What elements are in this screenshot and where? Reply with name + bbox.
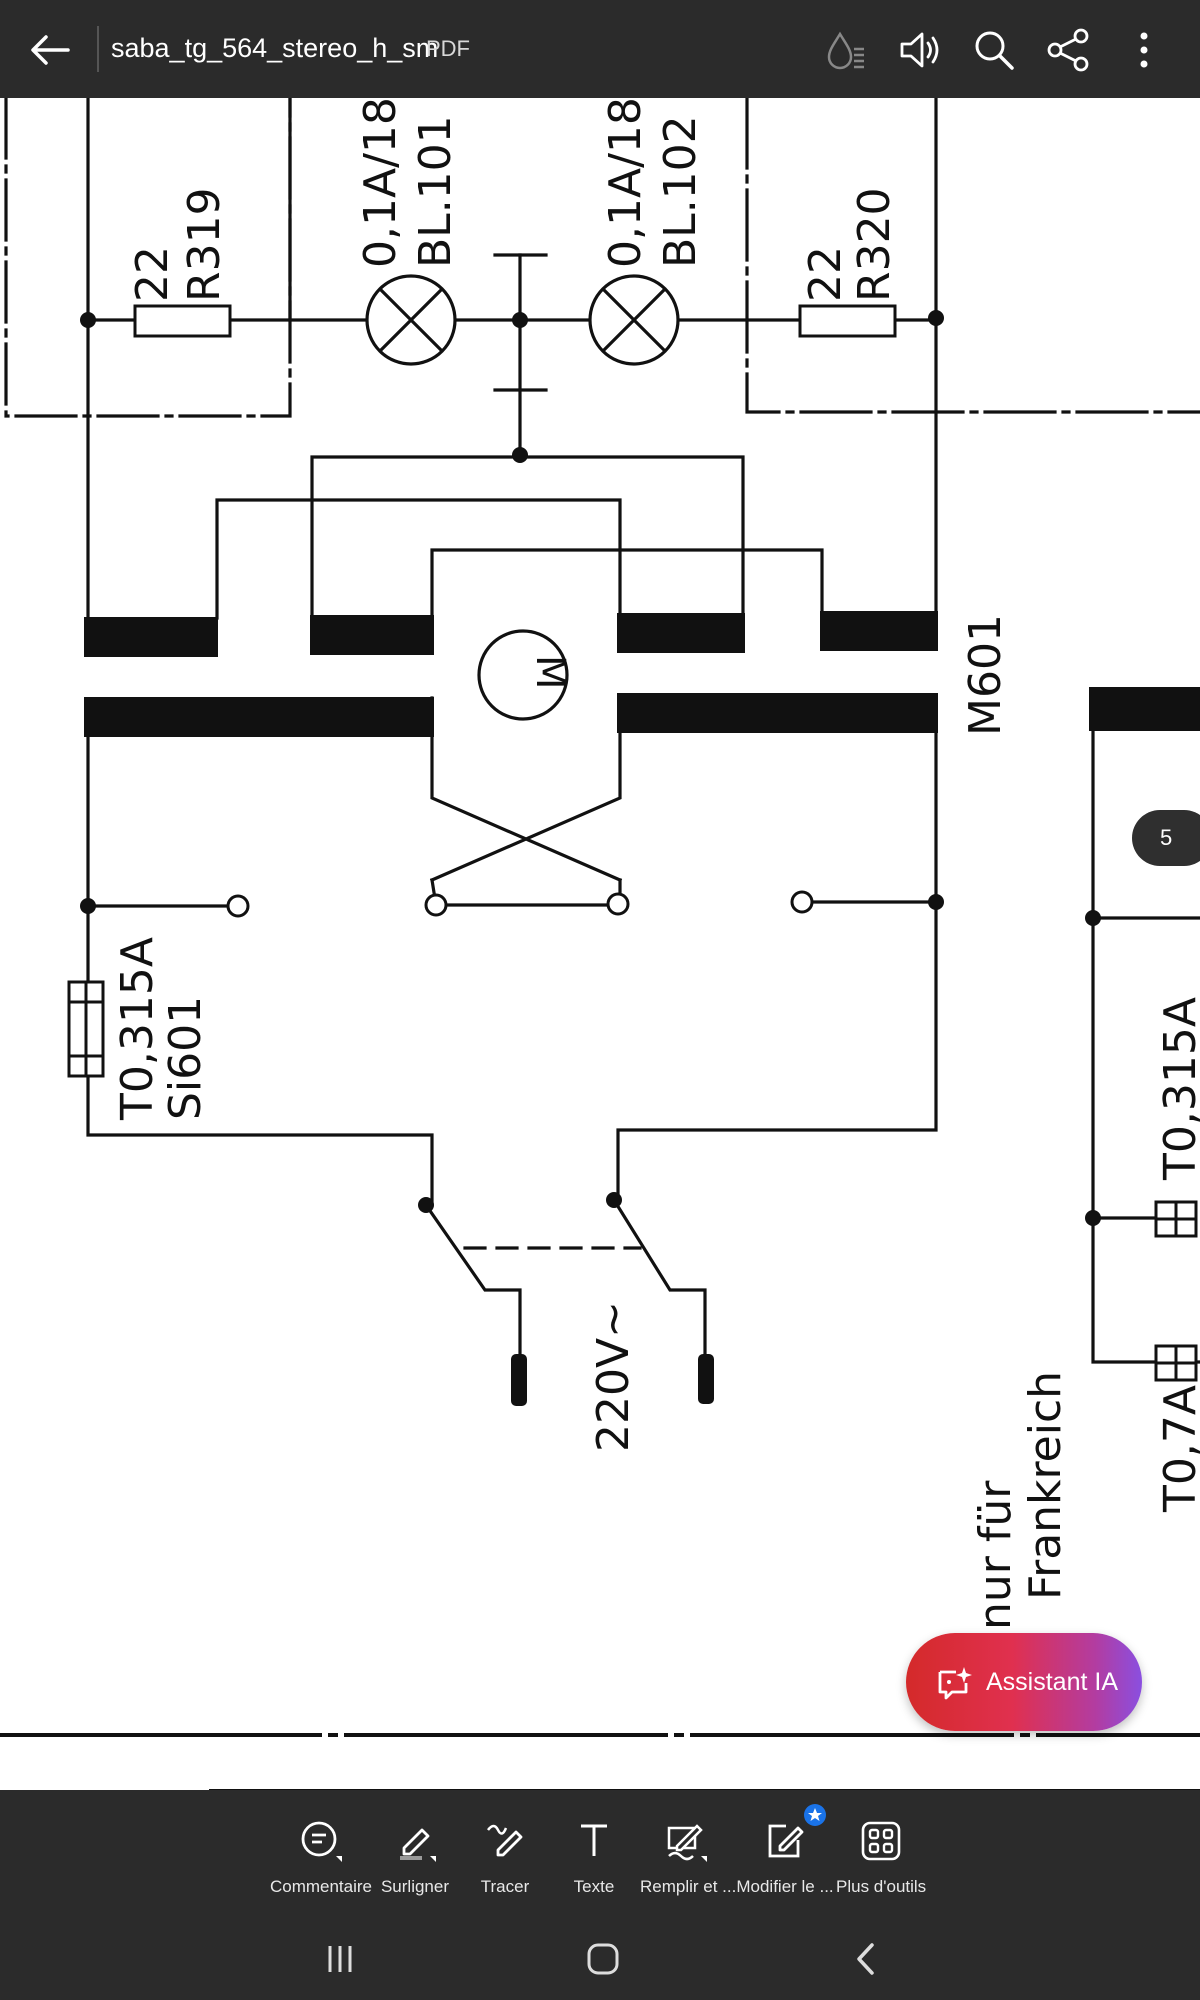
edit-pdf-icon <box>768 1824 804 1858</box>
tool-label-texte: Texte <box>573 1877 615 1896</box>
tool-label-remplir-signer: Remplir et ... <box>640 1877 737 1896</box>
tool-label-commentaire: Commentaire <box>269 1877 373 1896</box>
r320-name: R320 <box>849 187 900 302</box>
read-aloud-icon[interactable] <box>892 22 948 78</box>
system-navigation-bar <box>0 1916 1200 2000</box>
right-fuse-rating: T0,315A <box>1155 997 1200 1181</box>
tool-modifier-pdf[interactable]: Modifier le ... <box>736 1790 834 1916</box>
ai-assistant-button[interactable]: Assistant IA <box>906 1633 1142 1731</box>
right-fuse2-rating: T0,7A <box>1155 1385 1200 1513</box>
back-nav-icon[interactable] <box>842 1934 892 1984</box>
bl101-name: BL.101 <box>410 115 461 268</box>
document-title[interactable]: saba_tg_564_stereo_h_sm <box>111 33 439 63</box>
back-arrow-icon[interactable] <box>22 22 78 78</box>
fuse-rating: T0,315A <box>112 937 163 1121</box>
tool-plus-outils[interactable]: Plus d'outils <box>836 1790 926 1916</box>
pdf-page-canvas[interactable]: 22 R319 0,1A/18V BL.101 0,1A/18V BL.102 … <box>0 98 1200 1790</box>
motor-symbol: M <box>527 655 573 690</box>
liquid-mode-icon[interactable] <box>818 22 874 78</box>
tool-label-surligner: Surligner <box>380 1877 450 1896</box>
more-vertical-icon[interactable] <box>1116 22 1172 78</box>
tool-commentaire[interactable]: Commentaire <box>268 1790 374 1916</box>
new-feature-star-icon <box>804 1804 826 1826</box>
r319-value: 22 <box>127 246 178 302</box>
bl101-rating: 0,1A/18V <box>355 98 406 268</box>
draw-icon <box>487 1824 523 1857</box>
search-icon[interactable] <box>966 22 1022 78</box>
title-divider <box>97 26 99 72</box>
comment-icon <box>301 1821 342 1862</box>
tool-label-tracer: Tracer <box>480 1877 530 1896</box>
recent-apps-icon[interactable] <box>315 1934 365 1984</box>
r320-value: 22 <box>800 246 851 302</box>
bl102-rating: 0,1A/18V <box>600 98 651 268</box>
motor-name: M601 <box>960 614 1011 736</box>
ai-assistant-label: Assistant IA <box>986 1668 1118 1696</box>
tool-texte[interactable]: Texte <box>558 1790 630 1916</box>
ai-sparkle-chat-icon <box>938 1667 972 1700</box>
more-tools-icon <box>861 1821 901 1861</box>
text-icon <box>581 1824 607 1856</box>
file-type-label: PDF <box>426 36 470 61</box>
bl102-name: BL.102 <box>655 115 706 268</box>
note-line-2: Frankreich <box>1020 1371 1071 1600</box>
tool-label-plus-outils: Plus d'outils <box>836 1877 927 1896</box>
mains-voltage-label: 220V~ <box>588 1301 639 1452</box>
r319-name: R319 <box>179 187 230 302</box>
tool-remplir-signer[interactable]: Remplir et ... <box>640 1790 737 1916</box>
top-bar: saba_tg_564_stereo_h_sm PDF <box>0 0 1200 98</box>
fuse-name: Si601 <box>160 996 211 1120</box>
tool-label-modifier-pdf: Modifier le ... <box>736 1877 834 1896</box>
wiring-schematic: 22 R319 0,1A/18V BL.101 0,1A/18V BL.102 … <box>0 98 1200 1790</box>
home-icon[interactable] <box>578 1934 628 1984</box>
page-number-badge[interactable]: 5 <box>1132 810 1200 866</box>
tool-tracer[interactable]: Tracer <box>468 1790 542 1916</box>
tool-surligner[interactable]: Surligner <box>376 1790 454 1916</box>
share-icon[interactable] <box>1041 22 1097 78</box>
fill-sign-icon <box>667 1824 707 1862</box>
note-line-1: nur für <box>970 1480 1021 1630</box>
highlight-icon <box>400 1828 436 1862</box>
bottom-toolbar: Commentaire Surligner Tracer Texte <box>0 1790 1200 1916</box>
